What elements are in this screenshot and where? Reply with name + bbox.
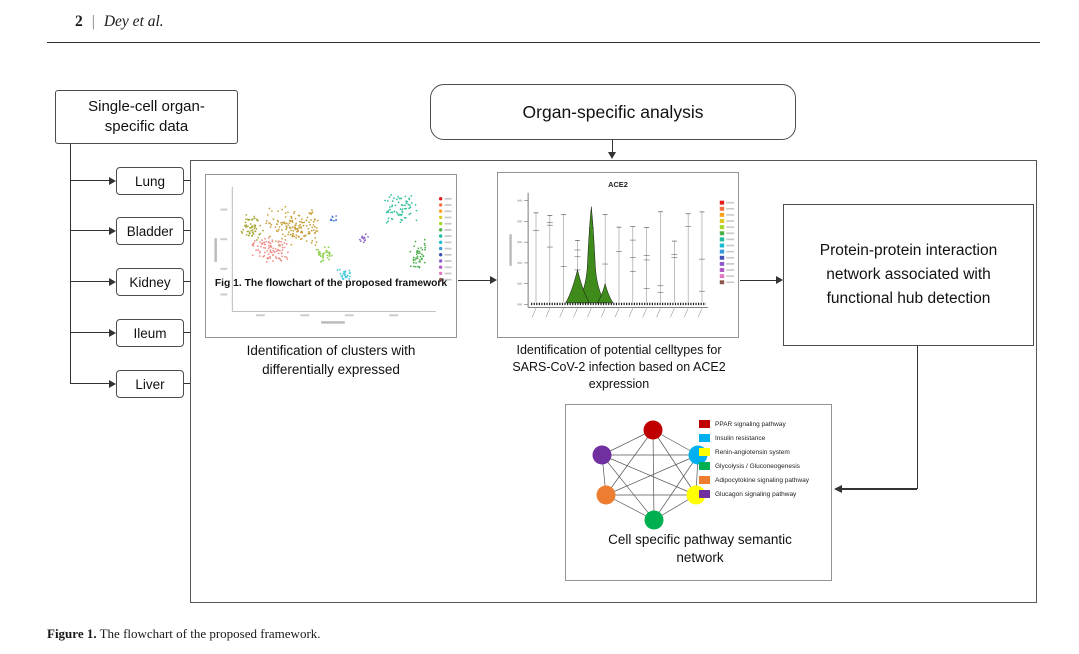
figure-caption-label: Figure 1. (47, 626, 97, 641)
legend-swatch-glycolysis (699, 462, 710, 470)
organ-box-kidney: Kidney (116, 268, 184, 296)
connector-analysis-down (611, 140, 613, 152)
violin-shape-right (596, 283, 614, 304)
violin-celltype-legend (719, 200, 735, 285)
legend-item-glycolysis: Glycolysis / Gluconeogenesis (699, 462, 809, 470)
header-rule (47, 42, 1040, 44)
network-node-glucagon (592, 445, 612, 465)
violin-shape-tall (577, 206, 606, 304)
pathway-legend: PPAR signaling pathway Insulin resistanc… (699, 420, 809, 498)
connector-kidney-out (184, 281, 192, 283)
connector-bladder-out (184, 230, 192, 232)
legend-swatch-adipocytokine (699, 476, 710, 484)
connector-to-lung (70, 180, 109, 182)
source-data-label: Single-cell organ-specific data (88, 97, 205, 135)
network-edges (601, 429, 699, 521)
arrowhead-ppi-network (834, 484, 842, 493)
figure-caption-text: The flowchart of the proposed framework. (96, 626, 321, 641)
connector-ileum-out (184, 332, 192, 334)
arrowhead-umap-violin (490, 276, 497, 284)
organ-box-bladder: Bladder (116, 217, 184, 245)
page-number: 2 (75, 13, 83, 30)
connector-source-trunk (69, 144, 71, 384)
ppi-label: Protein-protein interaction network asso… (819, 241, 998, 307)
violin-sticks (531, 211, 705, 318)
arrowhead-bladder (109, 226, 116, 235)
umap-cluster-panel: Fig 1. The flowchart of the proposed fra… (205, 174, 457, 338)
connector-lung-out (184, 180, 192, 182)
analysis-box: Organ-specific analysis (430, 84, 796, 140)
legend-label-renin: Renin-angiotensin system (715, 448, 790, 456)
ace2-violin-plot: ACE2 (509, 180, 735, 318)
organ-label-ileum: Ileum (133, 325, 167, 341)
page-header: 2 | Dey et al. (75, 13, 164, 31)
legend-item-glucagon: Glucagon signaling pathway (699, 490, 809, 498)
organ-box-liver: Liver (116, 370, 184, 398)
legend-item-renin: Renin-angiotensin system (699, 448, 809, 456)
legend-item-insulin: Insulin resistance (699, 434, 809, 442)
organ-box-ileum: Ileum (116, 319, 184, 347)
legend-swatch-renin (699, 448, 710, 456)
connector-to-kidney (70, 281, 109, 283)
umap-cluster-points (240, 194, 427, 281)
violin-plot-title: ACE2 (608, 180, 628, 189)
network-panel-label: Cell specific pathway semantic network (608, 532, 792, 566)
connector-ppi-left (842, 488, 917, 490)
analysis-label: Organ-specific analysis (522, 101, 704, 122)
legend-swatch-glucagon (699, 490, 710, 498)
arrowhead-analysis-down (607, 152, 616, 159)
connector-umap-violin (458, 279, 490, 281)
umap-cluster-legend (438, 197, 452, 282)
organ-label-lung: Lung (134, 173, 166, 189)
umap-embedded-caption: Fig 1. The flowchart of the proposed fra… (214, 278, 448, 289)
ppi-box: Protein-protein interaction network asso… (783, 204, 1034, 346)
connector-ppi-down (916, 346, 918, 489)
legend-label-adipocytokine: Adipocytokine signaling pathway (715, 476, 809, 484)
umap-scatter-plot (214, 186, 452, 324)
legend-label-ppar: PPAR signaling pathway (715, 420, 786, 428)
organ-box-lung: Lung (116, 167, 184, 195)
connector-liver-out (184, 383, 192, 385)
connector-to-liver (70, 383, 109, 385)
network-node-glycolysis (644, 510, 664, 530)
arrowhead-liver (109, 379, 116, 388)
header-separator: | (91, 13, 95, 30)
connector-to-ileum (70, 332, 109, 334)
network-node-ppar (643, 420, 663, 440)
ace2-violin-panel: ACE2 (497, 172, 739, 338)
violin-panel-label: Identification of potential celltypes fo… (512, 343, 726, 391)
arrowhead-violin-ppi (776, 276, 783, 284)
umap-panel-label: Identification of clusters with differen… (246, 343, 416, 377)
legend-swatch-insulin (699, 434, 710, 442)
organ-label-liver: Liver (135, 376, 165, 392)
connector-to-bladder (70, 230, 109, 232)
network-node-adipocytokine (596, 485, 616, 505)
legend-swatch-ppar (699, 420, 710, 428)
organ-label-kidney: Kidney (129, 274, 171, 290)
source-data-box: Single-cell organ-specific data (55, 90, 238, 144)
legend-label-glycolysis: Glycolysis / Gluconeogenesis (715, 462, 800, 470)
pathway-network-panel: PPAR signaling pathway Insulin resistanc… (565, 404, 832, 581)
arrowhead-lung (109, 176, 116, 185)
arrowhead-ileum (109, 328, 116, 337)
legend-label-glucagon: Glucagon signaling pathway (715, 490, 797, 498)
legend-item-ppar: PPAR signaling pathway (699, 420, 809, 428)
connector-violin-ppi (740, 279, 776, 281)
legend-item-adipocytokine: Adipocytokine signaling pathway (699, 476, 809, 484)
organ-label-bladder: Bladder (126, 223, 174, 239)
figure-caption: Figure 1. The flowchart of the proposed … (47, 626, 321, 642)
header-authors: Dey et al. (103, 13, 164, 30)
arrowhead-kidney (109, 277, 116, 286)
legend-label-insulin: Insulin resistance (715, 434, 766, 442)
